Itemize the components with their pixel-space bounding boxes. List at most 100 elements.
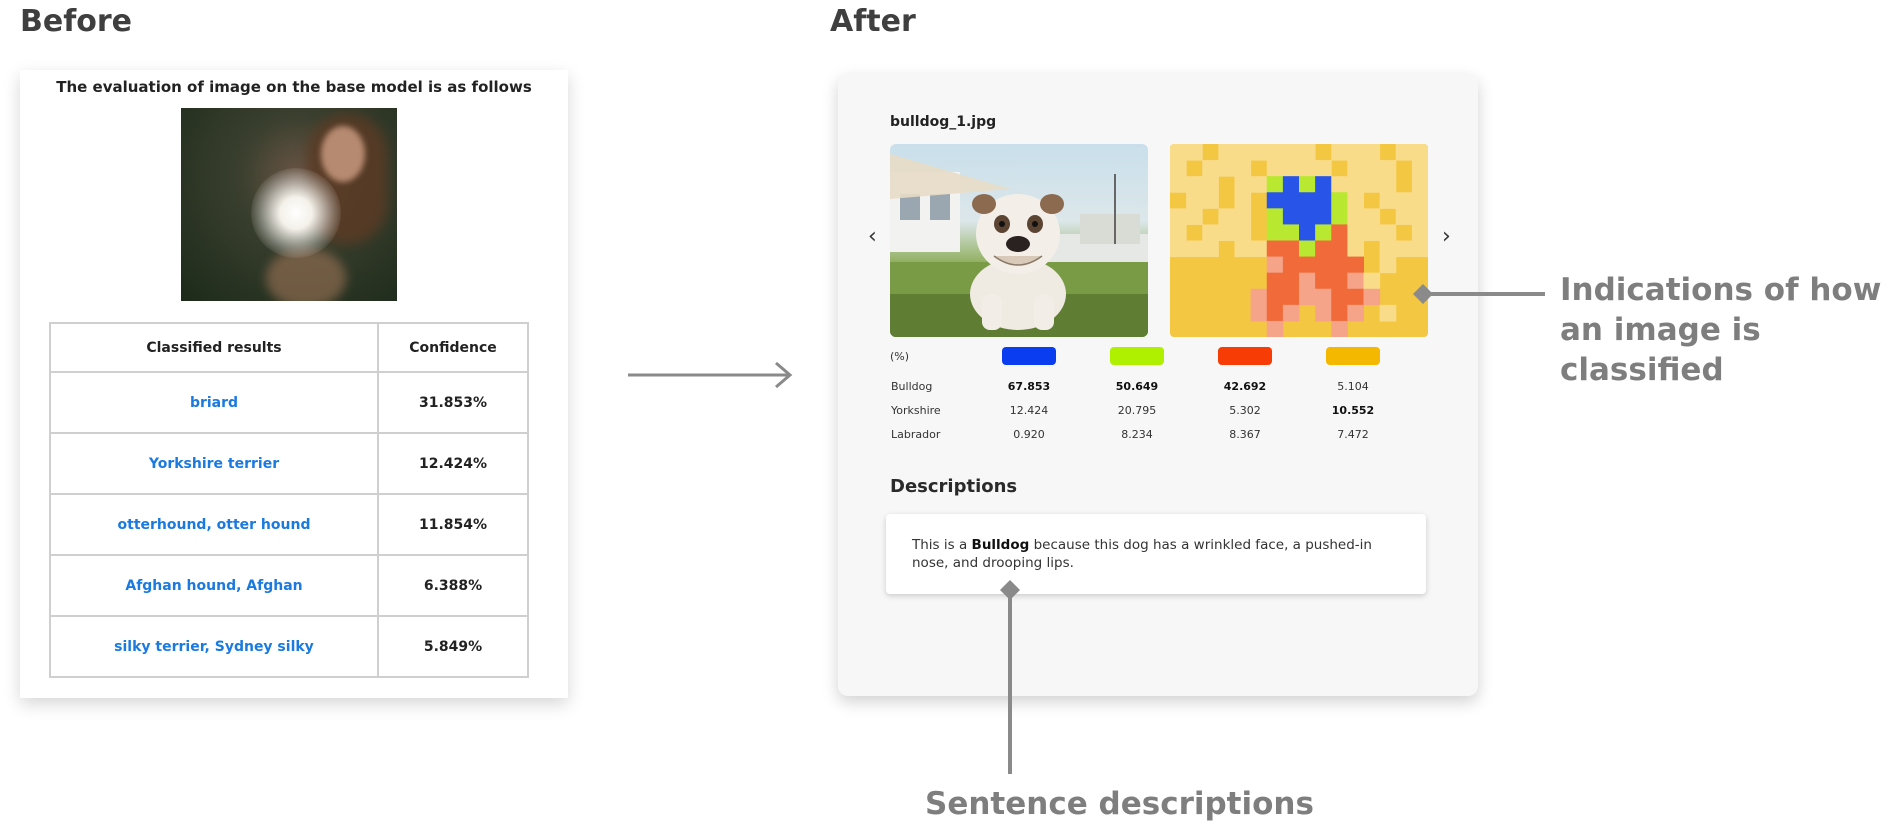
legend-swatch-red xyxy=(1218,347,1272,365)
heatmap-cell xyxy=(1170,208,1187,225)
heatmap-cell xyxy=(1266,320,1284,337)
heatmap-cell xyxy=(1299,192,1316,209)
heatmap-cell xyxy=(1347,304,1364,322)
heatmap-cell xyxy=(1234,224,1252,241)
transition-arrow-icon xyxy=(628,361,793,389)
score-value: 50.649 xyxy=(1115,379,1159,393)
heatmap-cell xyxy=(1282,176,1300,193)
heatmap-cell xyxy=(1347,272,1364,290)
heatmap-cell xyxy=(1331,288,1348,306)
score-value: 42.692 xyxy=(1223,379,1267,393)
heatmap-cell xyxy=(1395,192,1413,209)
heatmap-cell xyxy=(1170,240,1187,258)
heatmap-cell xyxy=(1379,160,1397,177)
confidence-value: 31.853% xyxy=(377,371,529,434)
after-title: After xyxy=(830,4,916,39)
heatmap-cell xyxy=(1315,176,1332,193)
annotation-pointer-right-icon xyxy=(1413,284,1545,304)
next-image-button[interactable]: › xyxy=(1442,224,1451,249)
heatmap-cell xyxy=(1299,176,1316,193)
heatmap-cell xyxy=(1299,240,1316,258)
heatmap-cell xyxy=(1234,144,1252,161)
annotation-pointer-bottom-icon xyxy=(1000,580,1020,774)
heatmap-cell xyxy=(1411,208,1428,225)
heatmap-cell xyxy=(1347,224,1364,241)
heatmap-cell xyxy=(1379,192,1397,209)
heatmap-cell xyxy=(1282,272,1300,290)
heatmap-cell xyxy=(1411,160,1428,177)
before-title: Before xyxy=(20,4,133,39)
heatmap-cell xyxy=(1411,224,1428,241)
heatmap-cell xyxy=(1299,288,1316,306)
after-card: bulldog_1.jpg ‹ xyxy=(838,74,1478,696)
score-value: 10.552 xyxy=(1331,403,1375,417)
heatmap-cell xyxy=(1234,176,1252,193)
confidence-value: 11.854% xyxy=(377,493,529,556)
descriptions-title: Descriptions xyxy=(890,476,1018,497)
description-text: This is a Bulldog because this dog has a… xyxy=(912,537,1372,571)
heatmap-cell xyxy=(1282,240,1300,258)
heatmap-cell xyxy=(1331,144,1348,161)
heatmap-cell xyxy=(1266,208,1284,225)
heatmap-cell xyxy=(1299,208,1316,225)
heatmap-cell xyxy=(1282,160,1300,177)
description-box: This is a Bulldog because this dog has a… xyxy=(886,514,1426,594)
class-link[interactable]: Yorkshire terrier xyxy=(49,432,379,495)
heatmap-cell xyxy=(1282,208,1300,225)
heatmap-cell xyxy=(1411,192,1428,209)
heatmap-cell xyxy=(1282,288,1300,306)
heatmap-cell xyxy=(1347,160,1364,177)
heatmap-cell xyxy=(1266,256,1284,274)
class-link[interactable]: Afghan hound, Afghan xyxy=(49,554,379,617)
heatmap-cell xyxy=(1299,160,1316,177)
heatmap-cell xyxy=(1234,208,1252,225)
heatmap-cell xyxy=(1395,208,1413,225)
score-value: 0.920 xyxy=(1013,427,1045,441)
heatmap-cell xyxy=(1170,176,1187,193)
score-value: 8.234 xyxy=(1121,427,1153,441)
heatmap-cell xyxy=(1266,176,1284,193)
table-row: otterhound, otter hound 11.854% xyxy=(49,493,529,556)
table-row: Bulldog 67.853 50.649 42.692 5.104 xyxy=(890,374,1450,398)
table-row: Labrador 0.920 8.234 8.367 7.472 xyxy=(890,422,1450,446)
heatmap-cell xyxy=(1315,224,1332,241)
heatmap-cell xyxy=(1363,272,1381,290)
class-link[interactable]: otterhound, otter hound xyxy=(49,493,379,556)
heatmap-cell xyxy=(1363,224,1381,241)
heatmap-cell xyxy=(1266,304,1284,322)
legend-swatch-green xyxy=(1110,347,1164,365)
file-name: bulldog_1.jpg xyxy=(890,114,997,130)
class-link[interactable]: silky terrier, Sydney silky xyxy=(49,615,379,678)
class-link[interactable]: briard xyxy=(49,371,379,434)
heatmap-cell xyxy=(1218,144,1235,161)
heatmap-cell xyxy=(1266,192,1284,209)
heatmap-cell xyxy=(1299,256,1316,274)
confidence-value: 6.388% xyxy=(377,554,529,617)
heatmap-cell xyxy=(1331,256,1348,274)
heatmap-cell xyxy=(1331,320,1348,337)
score-value: 5.104 xyxy=(1337,379,1369,393)
score-value: 67.853 xyxy=(1007,379,1051,393)
heatmap-cell xyxy=(1282,256,1300,274)
heatmap-cell xyxy=(1315,240,1332,258)
heatmap-cell xyxy=(1315,304,1332,322)
heatmap-cell xyxy=(1266,240,1284,258)
heatmap-cell xyxy=(1395,240,1413,258)
legend-swatch-blue xyxy=(1002,347,1056,365)
heatmap-cell xyxy=(1299,272,1316,290)
column-header-classified-results: Classified results xyxy=(49,322,379,373)
heatmap-cell xyxy=(1347,288,1364,306)
heatmap-cell xyxy=(1331,272,1348,290)
heatmap-cell xyxy=(1347,192,1364,209)
heatmap-cell xyxy=(1315,256,1332,274)
heatmap-cell xyxy=(1347,144,1364,161)
prev-image-button[interactable]: ‹ xyxy=(868,224,877,249)
score-value: 20.795 xyxy=(1117,403,1157,417)
score-value: 8.367 xyxy=(1229,427,1261,441)
heatmap-cell xyxy=(1186,144,1203,161)
heatmap-cell xyxy=(1266,288,1284,306)
heatmap-cell xyxy=(1363,160,1381,177)
annotation-sentence-descriptions: Sentence descriptions xyxy=(925,786,1314,822)
heatmap-cell xyxy=(1250,176,1268,193)
heatmap-cell xyxy=(1315,208,1332,225)
